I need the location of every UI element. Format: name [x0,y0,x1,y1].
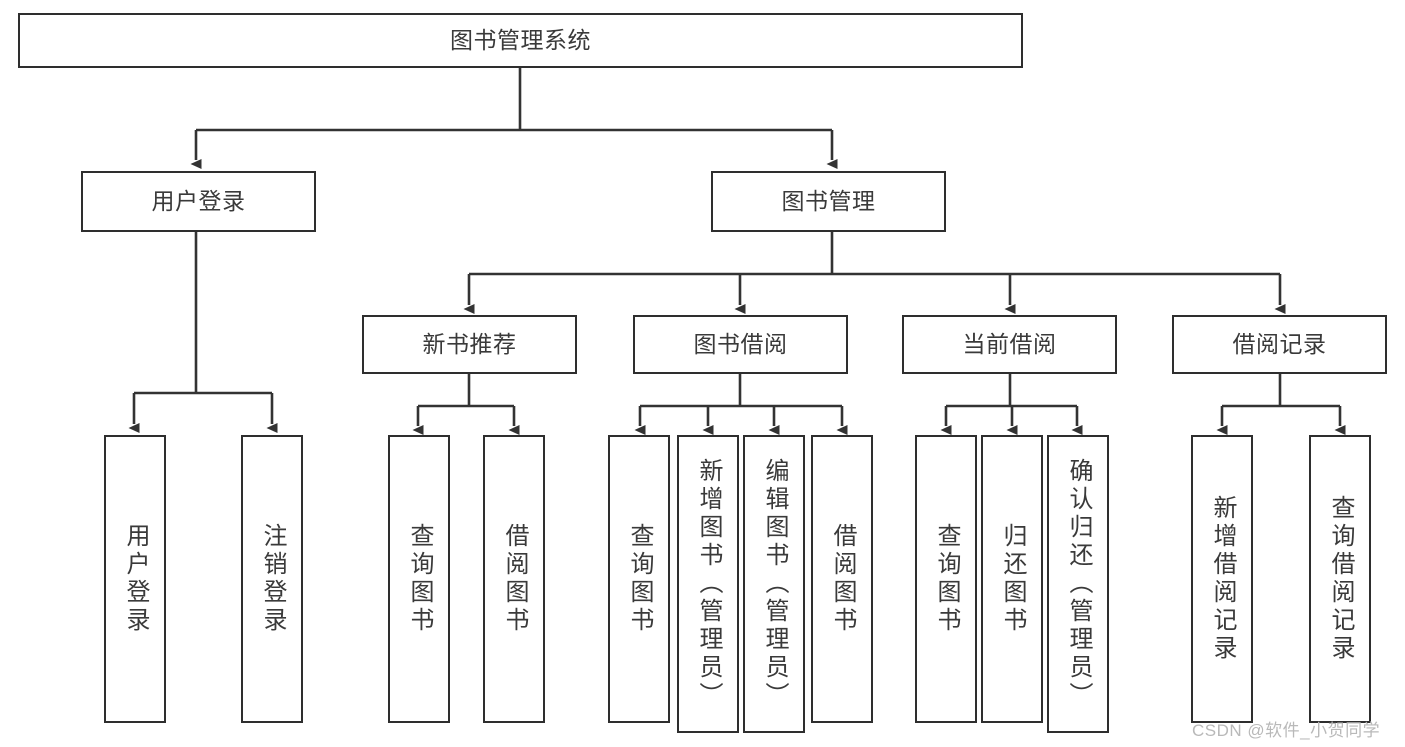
leaf-record-add[interactable]: 新增借阅记录 [1191,435,1253,723]
node-borrow-record[interactable]: 借阅记录 [1172,315,1387,374]
node-label: 注销登录 [259,523,286,635]
node-label: 查询图书 [626,523,653,635]
node-label: 查询图书 [933,523,960,635]
node-label: 用户登录 [151,187,246,214]
node-book-borrow[interactable]: 图书借阅 [633,315,848,374]
leaf-borrow-add-book[interactable]: 新增图书（管理员） [677,435,739,733]
leaf-recommend-query-book[interactable]: 查询图书 [388,435,450,723]
node-label: 新增图书（管理员） [695,458,722,710]
leaf-user-logout[interactable]: 注销登录 [241,435,303,723]
node-root-system[interactable]: 图书管理系统 [18,13,1023,68]
leaf-borrow-borrow-book[interactable]: 借阅图书 [811,435,873,723]
leaf-current-return-book[interactable]: 归还图书 [981,435,1043,723]
node-book-management[interactable]: 图书管理 [711,171,946,232]
node-label: 图书借阅 [693,330,788,357]
leaf-record-query[interactable]: 查询借阅记录 [1309,435,1371,723]
node-new-book-recommend[interactable]: 新书推荐 [362,315,577,374]
node-label: 借阅图书 [829,523,856,635]
node-label: 借阅图书 [501,523,528,635]
leaf-current-query-book[interactable]: 查询图书 [915,435,977,723]
leaf-borrow-edit-book[interactable]: 编辑图书（管理员） [743,435,805,733]
node-label: 确认归还（管理员） [1065,458,1092,710]
leaf-current-confirm-return[interactable]: 确认归还（管理员） [1047,435,1109,733]
node-label: 当前借阅 [962,330,1057,357]
node-current-borrow[interactable]: 当前借阅 [902,315,1117,374]
node-label: 借阅记录 [1232,330,1327,357]
leaf-borrow-query-book[interactable]: 查询图书 [608,435,670,723]
leaf-user-login[interactable]: 用户登录 [104,435,166,723]
node-label: 图书管理 [781,187,876,214]
csdn-watermark: CSDN @软件_小贺同学 [1192,721,1381,740]
node-user-login[interactable]: 用户登录 [81,171,316,232]
node-label: 新增借阅记录 [1209,495,1236,663]
leaf-recommend-borrow-book[interactable]: 借阅图书 [483,435,545,723]
node-label: 新书推荐 [422,330,517,357]
node-label: 查询图书 [406,523,433,635]
node-label: 编辑图书（管理员） [761,458,788,710]
node-label: 查询借阅记录 [1327,495,1354,663]
node-label: 图书管理系统 [450,26,591,53]
node-label: 归还图书 [999,523,1026,635]
node-label: 用户登录 [122,523,149,635]
